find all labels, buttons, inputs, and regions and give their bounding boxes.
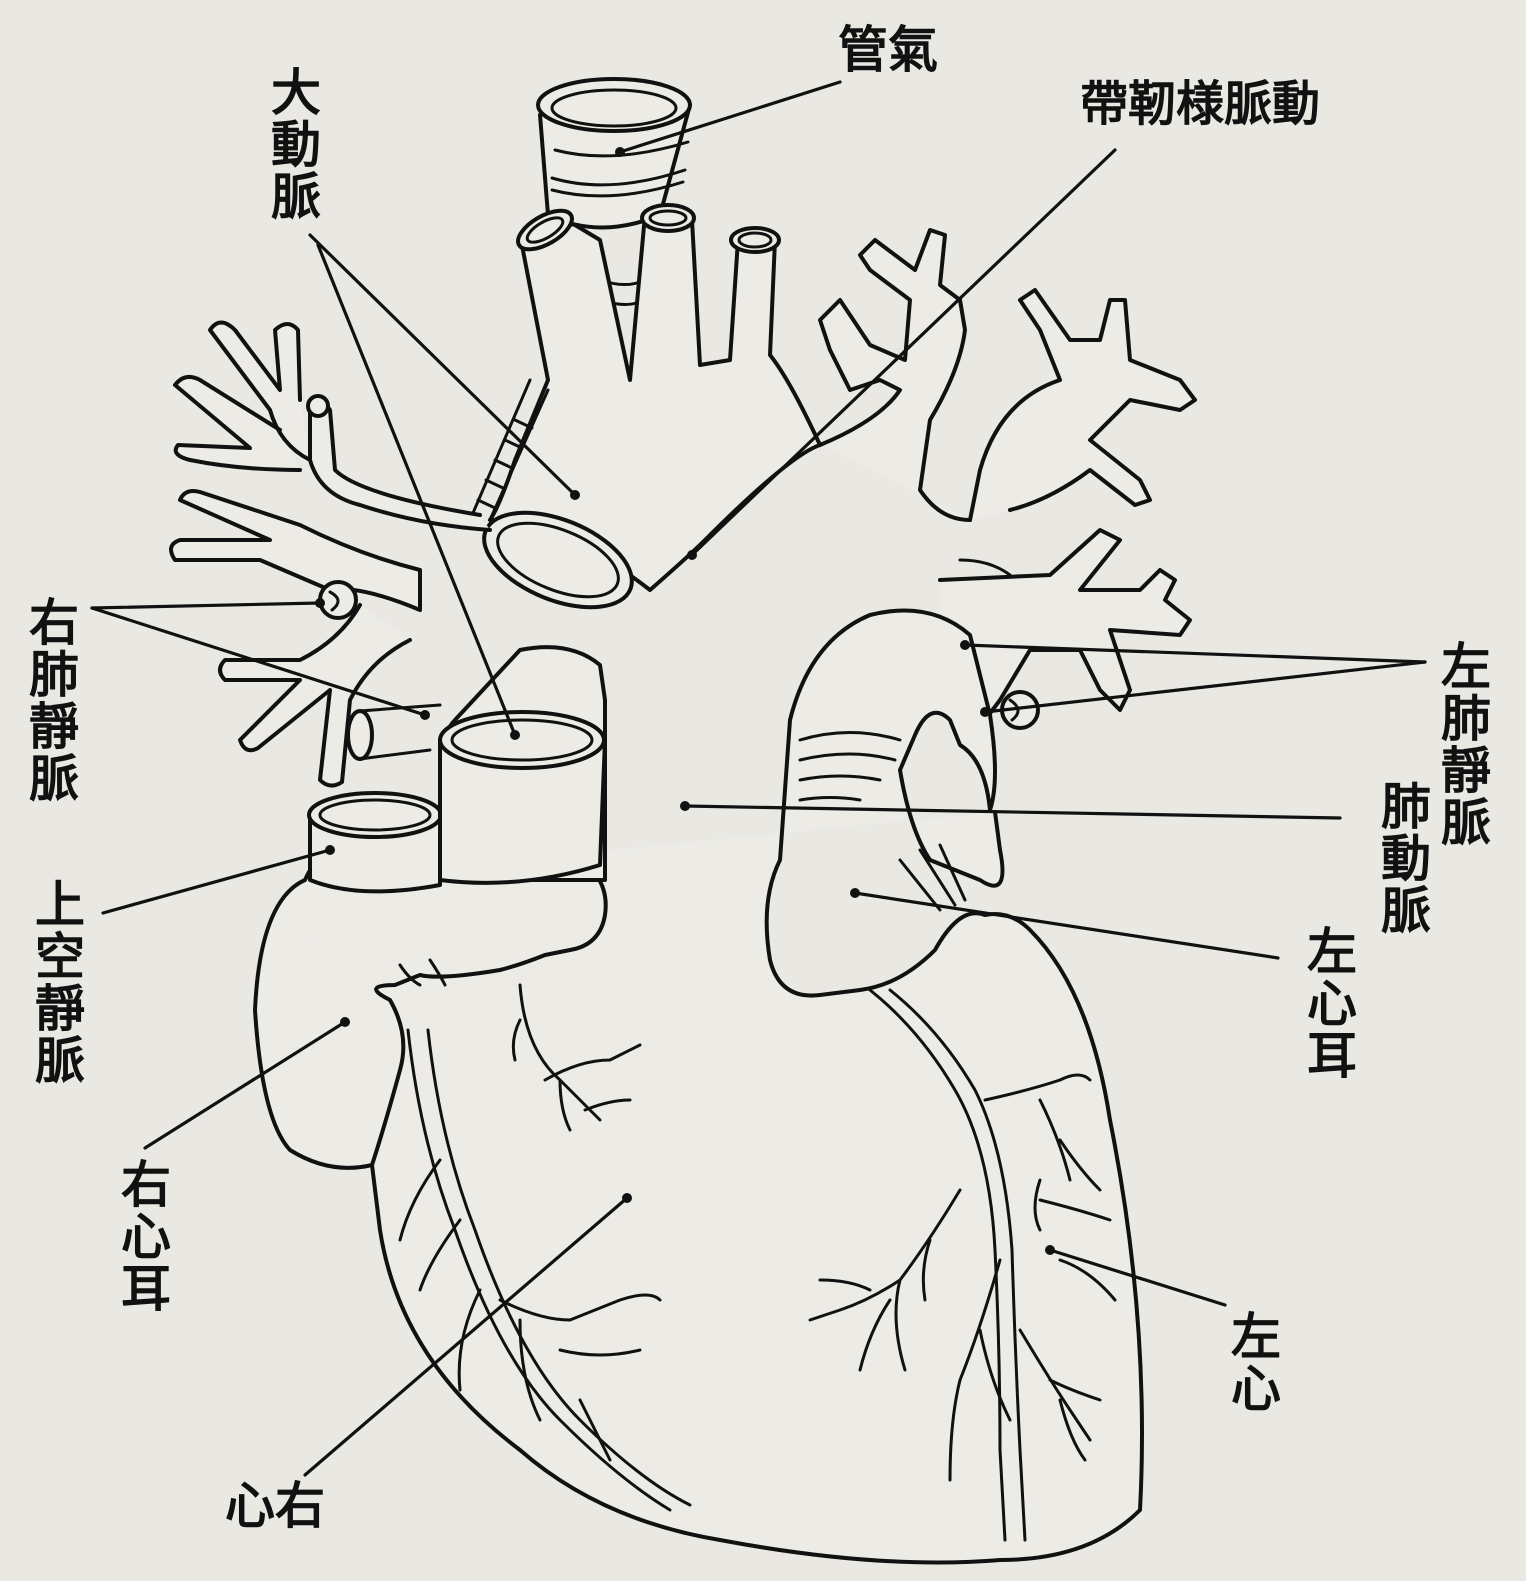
- left-heart-label: 左心: [1226, 1310, 1278, 1414]
- aorta-label: 大動脈: [266, 66, 318, 222]
- left-pulmonary-veins-label: 左肺靜脈: [1436, 640, 1488, 848]
- trachea-label: 管氣: [838, 24, 938, 76]
- ligamentum-label: 帶靭様脈動: [1080, 80, 1320, 130]
- left-auricle-label: 左心耳: [1302, 925, 1354, 1081]
- aortic-arch-drawing: [470, 203, 820, 626]
- right-pulmonary-veins-label: 右肺靜脈: [24, 596, 76, 804]
- right-heart-label: 心右: [225, 1480, 325, 1532]
- right-auricle-label: 右心耳: [116, 1158, 168, 1314]
- pulmonary-artery-label: 肺動脈: [1376, 780, 1428, 936]
- superior-vena-cava-label: 上空靜脈: [30, 878, 82, 1086]
- heart-body: [255, 611, 1142, 1563]
